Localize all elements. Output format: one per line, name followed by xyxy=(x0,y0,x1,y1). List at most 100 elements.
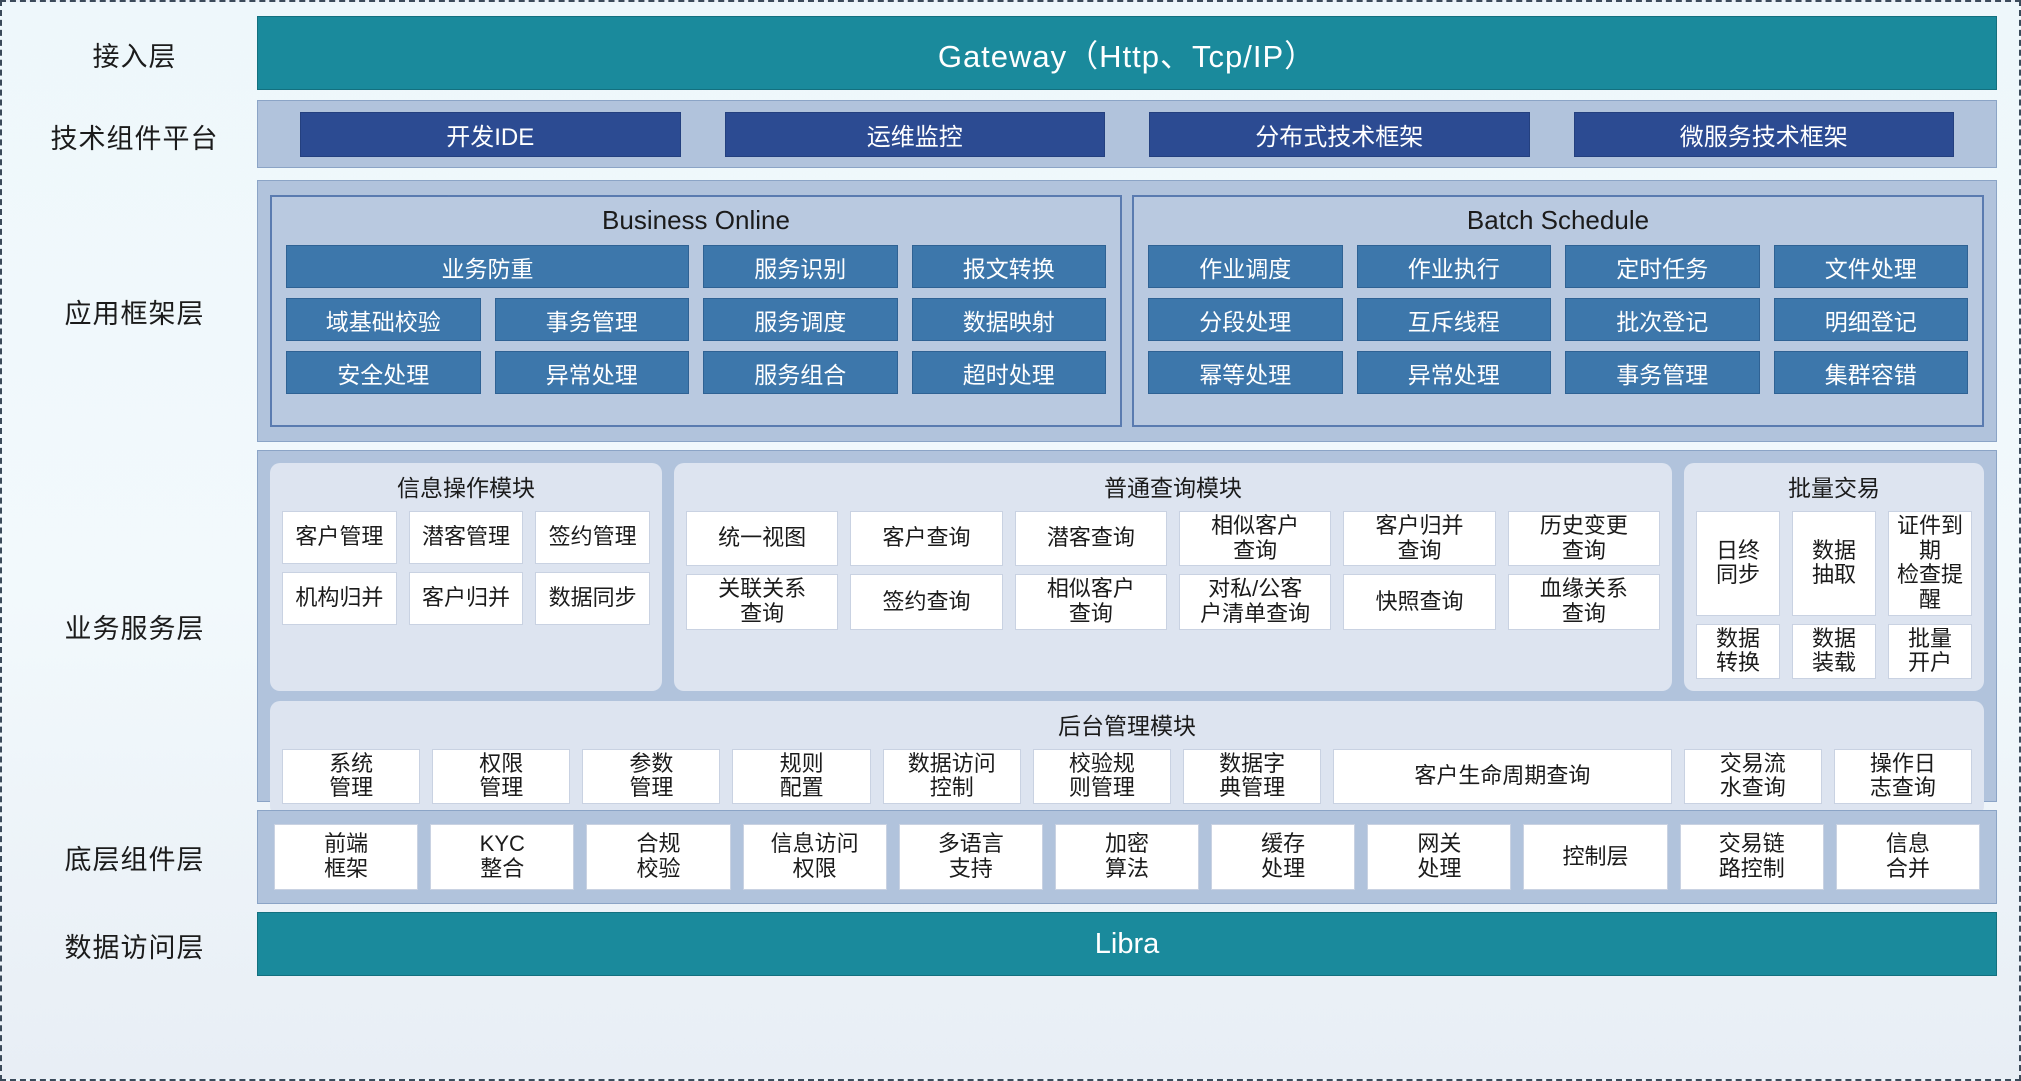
layer-row-access: 接入层 Gateway（Http、Tcp/IP） xyxy=(12,16,1997,92)
batchtx-cell-0-1[interactable]: 数据抽取 xyxy=(1792,511,1876,616)
admin-cell-permission-mgmt[interactable]: 权限管理 xyxy=(432,748,571,804)
admin-cell-operation-log-query[interactable]: 操作日志查询 xyxy=(1833,748,1972,804)
business-online-grid: 业务防重 服务识别 报文转换 域基础校验 事务管理 服务调度 数据映射 安全处理… xyxy=(286,245,1106,394)
layer-label-app: 应用框架层 xyxy=(64,298,205,329)
bs-cell-0-2[interactable]: 定时任务 xyxy=(1565,245,1760,288)
batchtx-cell-1-0[interactable]: 数据转换 xyxy=(1696,623,1780,679)
app-framework-band: Business Online 业务防重 服务识别 报文转换 域基础校验 事务管… xyxy=(257,180,1997,442)
bs-cell-1-2[interactable]: 批次登记 xyxy=(1565,298,1760,341)
service-modules-row: 信息操作模块 客户管理 潜客管理 签约管理 机构归并 客户归并 数据同步 xyxy=(270,463,1984,691)
query-cell-1-3[interactable]: 对私/公客户清单查询 xyxy=(1178,574,1332,630)
component-cell-info-merge[interactable]: 信息合并 xyxy=(1835,824,1980,890)
panel-business-online: Business Online 业务防重 服务识别 报文转换 域基础校验 事务管… xyxy=(270,195,1122,427)
query-cell-0-2[interactable]: 潜客查询 xyxy=(1014,511,1167,567)
info-cell-0-0[interactable]: 客户管理 xyxy=(282,511,397,564)
data-access-bar: Libra xyxy=(257,912,1997,976)
component-cell-transaction-chain-control[interactable]: 交易链路控制 xyxy=(1679,824,1824,890)
bs-cell-1-3[interactable]: 明细登记 xyxy=(1773,298,1968,341)
component-cell-gateway-handling[interactable]: 网关处理 xyxy=(1367,824,1512,890)
bs-cell-2-2[interactable]: 事务管理 xyxy=(1565,351,1760,394)
query-cell-0-0[interactable]: 统一视图 xyxy=(686,511,839,567)
info-cell-1-1[interactable]: 客户归并 xyxy=(408,572,524,625)
layer-row-service: 业务服务层 信息操作模块 客户管理 潜客管理 签约管理 机构归并 客户归并 xyxy=(12,450,1997,816)
bo-cell-0-0[interactable]: 业务防重 xyxy=(286,245,689,288)
tech-item-distributed-framework[interactable]: 分布式技术框架 xyxy=(1149,111,1530,157)
admin-cell-validation-rule-mgmt[interactable]: 校验规则管理 xyxy=(1032,748,1171,804)
bs-cell-0-1[interactable]: 作业执行 xyxy=(1356,245,1551,288)
component-cell-control-layer[interactable]: 控制层 xyxy=(1523,824,1668,890)
batchtx-cell-0-0[interactable]: 日终同步 xyxy=(1696,511,1780,616)
layer-row-data: 数据访问层 Libra xyxy=(12,912,1997,978)
module-info-operation: 信息操作模块 客户管理 潜客管理 签约管理 机构归并 客户归并 数据同步 xyxy=(270,463,662,691)
query-cell-0-3[interactable]: 相似客户查询 xyxy=(1178,511,1332,567)
admin-cell-dictionary-mgmt[interactable]: 数据字典管理 xyxy=(1182,748,1322,804)
admin-cell-data-access-control[interactable]: 数据访问控制 xyxy=(882,748,1021,804)
business-service-band: 信息操作模块 客户管理 潜客管理 签约管理 机构归并 客户归并 数据同步 xyxy=(257,450,1997,816)
bo-cell-2-3[interactable]: 超时处理 xyxy=(911,351,1106,394)
bo-cell-2-1[interactable]: 异常处理 xyxy=(494,351,689,394)
component-cell-compliance-check[interactable]: 合规校验 xyxy=(586,824,731,890)
module-common-query: 普通查询模块 统一视图 客户查询 潜客查询 相似客户查询 客户归并查询 历史变更… xyxy=(674,463,1672,691)
layer-row-tech: 技术组件平台 开发IDE 运维监控 分布式技术框架 微服务技术框架 xyxy=(12,100,1997,172)
batchtx-cell-0-2[interactable]: 证件到期检查提醒 xyxy=(1888,511,1972,616)
bs-cell-0-0[interactable]: 作业调度 xyxy=(1148,245,1343,288)
batch-module-grid: 日终同步 数据抽取 证件到期检查提醒 数据转换 数据装载 批量开户 xyxy=(1696,511,1972,679)
panel-title-batch-schedule: Batch Schedule xyxy=(1466,205,1650,235)
bo-cell-1-0[interactable]: 域基础校验 xyxy=(286,298,481,341)
info-cell-0-2[interactable]: 签约管理 xyxy=(535,511,650,564)
query-cell-0-4[interactable]: 客户归并查询 xyxy=(1343,511,1496,567)
bs-cell-2-1[interactable]: 异常处理 xyxy=(1356,351,1551,394)
query-cell-1-5[interactable]: 血缘关系查询 xyxy=(1507,574,1660,630)
admin-module-grid: 系统管理 权限管理 参数管理 规则配置 数据访问控制 校验规则管理 数据字典管理… xyxy=(282,748,1972,804)
bs-cell-0-3[interactable]: 文件处理 xyxy=(1773,245,1968,288)
query-cell-0-1[interactable]: 客户查询 xyxy=(850,511,1003,567)
module-title-info-operation: 信息操作模块 xyxy=(397,475,535,501)
component-cell-encryption-algorithm[interactable]: 加密算法 xyxy=(1054,824,1200,890)
bo-cell-1-2[interactable]: 服务调度 xyxy=(703,298,898,341)
batch-schedule-grid: 作业调度 作业执行 定时任务 文件处理 分段处理 互斥线程 批次登记 明细登记 … xyxy=(1148,245,1968,394)
bo-cell-0-1[interactable]: 服务识别 xyxy=(703,245,898,288)
admin-cell-system-mgmt[interactable]: 系统管理 xyxy=(282,748,421,804)
query-cell-0-5[interactable]: 历史变更查询 xyxy=(1507,511,1660,567)
component-cell-frontend-framework[interactable]: 前端框架 xyxy=(274,824,419,890)
bs-cell-1-1[interactable]: 互斥线程 xyxy=(1356,298,1551,341)
tech-item-ops-monitor[interactable]: 运维监控 xyxy=(724,111,1105,157)
gateway-bar: Gateway（Http、Tcp/IP） xyxy=(257,16,1997,90)
bo-cell-0-2[interactable]: 报文转换 xyxy=(911,245,1106,288)
component-cell-info-access-permission[interactable]: 信息访问权限 xyxy=(742,824,887,890)
layer-label-data: 数据访问层 xyxy=(64,932,205,963)
layer-label-access: 接入层 xyxy=(92,41,177,72)
query-cell-1-2[interactable]: 相似客户查询 xyxy=(1014,574,1167,630)
info-module-grid: 客户管理 潜客管理 签约管理 机构归并 客户归并 数据同步 xyxy=(282,511,650,625)
bs-cell-2-0[interactable]: 幂等处理 xyxy=(1148,351,1343,394)
query-cell-1-0[interactable]: 关联关系查询 xyxy=(686,574,839,630)
query-cell-1-1[interactable]: 签约查询 xyxy=(850,574,1003,630)
query-cell-1-4[interactable]: 快照查询 xyxy=(1343,574,1496,630)
info-cell-1-0[interactable]: 机构归并 xyxy=(282,572,397,625)
bs-cell-1-0[interactable]: 分段处理 xyxy=(1148,298,1343,341)
batchtx-cell-1-2[interactable]: 批量开户 xyxy=(1888,623,1972,679)
admin-cell-lifecycle-query[interactable]: 客户生命周期查询 xyxy=(1333,748,1672,804)
bo-cell-1-3[interactable]: 数据映射 xyxy=(911,298,1106,341)
admin-cell-rule-config[interactable]: 规则配置 xyxy=(732,748,871,804)
module-title-admin-backend: 后台管理模块 xyxy=(1058,712,1196,739)
tech-item-microservice-framework[interactable]: 微服务技术框架 xyxy=(1573,111,1954,157)
layer-label-service: 业务服务层 xyxy=(64,613,205,644)
admin-cell-param-mgmt[interactable]: 参数管理 xyxy=(582,748,721,804)
tech-item-ide[interactable]: 开发IDE xyxy=(300,111,681,157)
admin-cell-transaction-flow-query[interactable]: 交易流水查询 xyxy=(1683,748,1822,804)
batchtx-cell-1-1[interactable]: 数据装载 xyxy=(1792,623,1876,679)
panel-title-business-online: Business Online xyxy=(602,205,790,235)
bs-cell-2-3[interactable]: 集群容错 xyxy=(1773,351,1968,394)
info-cell-1-2[interactable]: 数据同步 xyxy=(535,572,650,625)
layer-label-tech: 技术组件平台 xyxy=(50,123,219,154)
info-cell-0-1[interactable]: 潜客管理 xyxy=(408,511,524,564)
component-cell-multilanguage-support[interactable]: 多语言支持 xyxy=(898,824,1043,890)
bo-cell-1-1[interactable]: 事务管理 xyxy=(494,298,689,341)
bo-cell-2-2[interactable]: 服务组合 xyxy=(703,351,898,394)
layer-label-component: 底层组件层 xyxy=(64,844,205,875)
component-cell-cache-handling[interactable]: 缓存处理 xyxy=(1211,824,1356,890)
bo-cell-2-0[interactable]: 安全处理 xyxy=(286,351,481,394)
